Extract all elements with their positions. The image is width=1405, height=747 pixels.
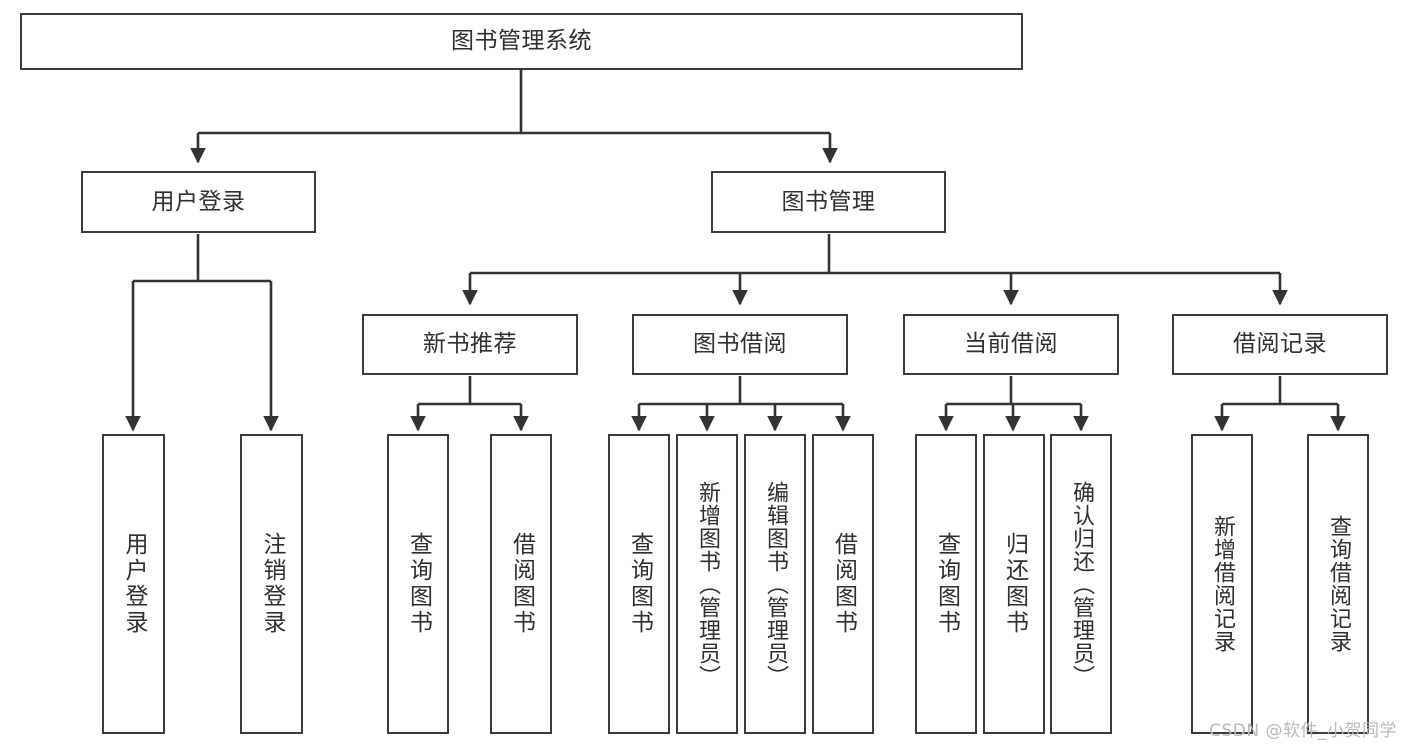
node-current-borrow[interactable]: 当前借阅: [903, 314, 1119, 375]
node-user-login-label: 用户登录: [151, 188, 246, 215]
node-user-login[interactable]: 用户登录: [81, 171, 316, 233]
node-book-manage[interactable]: 图书管理: [711, 171, 946, 233]
node-leaf-add-record-label: 新增借阅记录: [1210, 515, 1235, 653]
node-leaf-query-book-2[interactable]: 查询图书: [608, 434, 670, 734]
node-leaf-add-book-label: 新增图书（管理员）: [695, 480, 720, 688]
node-leaf-borrow-book-1[interactable]: 借阅图书: [490, 434, 552, 734]
node-leaf-query-book-1-label: 查询图书: [405, 532, 432, 636]
node-leaf-return-book[interactable]: 归还图书: [983, 434, 1045, 734]
node-leaf-query-book-1[interactable]: 查询图书: [387, 434, 449, 734]
node-leaf-query-book-3[interactable]: 查询图书: [915, 434, 977, 734]
node-leaf-logout-login[interactable]: 注销登录: [240, 434, 303, 734]
node-leaf-query-record[interactable]: 查询借阅记录: [1307, 434, 1369, 734]
node-leaf-query-book-2-label: 查询图书: [626, 532, 653, 636]
node-leaf-borrow-book-2[interactable]: 借阅图书: [812, 434, 874, 734]
node-borrow-record-label: 借阅记录: [1233, 331, 1327, 358]
node-borrow-record[interactable]: 借阅记录: [1172, 314, 1388, 375]
node-leaf-logout-login-label: 注销登录: [259, 532, 285, 636]
node-leaf-user-login-label: 用户登录: [121, 532, 147, 636]
node-leaf-return-book-label: 归还图书: [1001, 532, 1028, 636]
node-root-label: 图书管理系统: [451, 28, 592, 55]
node-leaf-edit-book-label: 编辑图书（管理员）: [763, 480, 788, 688]
node-current-borrow-label: 当前借阅: [964, 331, 1058, 358]
node-new-book-recommend-label: 新书推荐: [423, 331, 517, 358]
node-leaf-confirm-return[interactable]: 确认归还（管理员）: [1050, 434, 1112, 734]
node-leaf-add-book[interactable]: 新增图书（管理员）: [676, 434, 738, 734]
node-book-borrow[interactable]: 图书借阅: [632, 314, 848, 375]
node-leaf-borrow-book-2-label: 借阅图书: [830, 532, 857, 636]
node-leaf-add-record[interactable]: 新增借阅记录: [1191, 434, 1253, 734]
node-new-book-recommend[interactable]: 新书推荐: [362, 314, 578, 375]
node-leaf-query-record-label: 查询借阅记录: [1326, 515, 1351, 653]
node-leaf-borrow-book-1-label: 借阅图书: [508, 532, 535, 636]
node-leaf-user-login[interactable]: 用户登录: [102, 434, 165, 734]
node-book-borrow-label: 图书借阅: [693, 331, 787, 358]
node-leaf-edit-book[interactable]: 编辑图书（管理员）: [744, 434, 806, 734]
node-root[interactable]: 图书管理系统: [20, 13, 1023, 70]
node-leaf-query-book-3-label: 查询图书: [933, 532, 960, 636]
node-leaf-confirm-return-label: 确认归还（管理员）: [1069, 480, 1094, 688]
node-book-manage-label: 图书管理: [781, 188, 876, 215]
